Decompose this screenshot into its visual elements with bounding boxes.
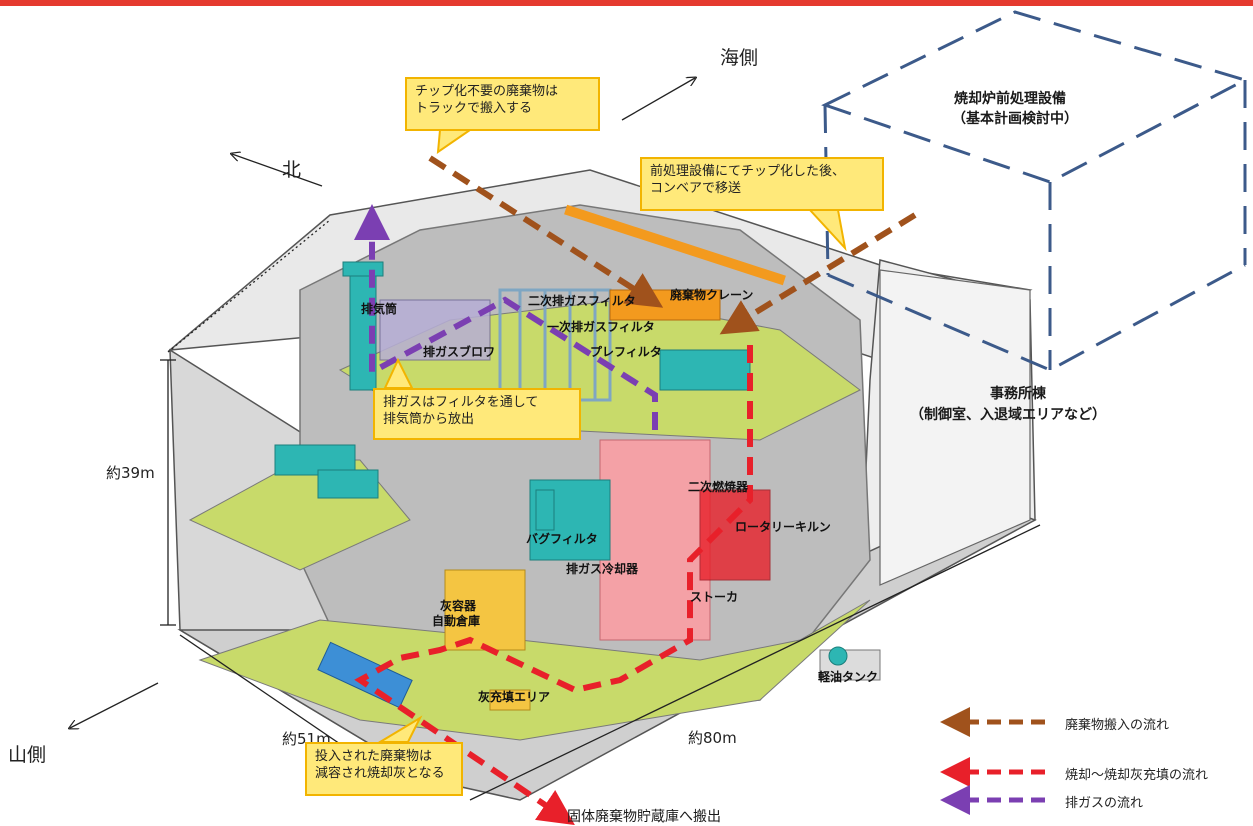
exhaust-callout: 排ガスはフィルタを通して 排気筒から放出 <box>373 388 581 440</box>
primary-filter-label: 一次排ガスフィルタ <box>547 320 655 334</box>
ash-callout-line2: 減容され焼却灰となる <box>315 766 445 781</box>
legend-label-waste: 廃棄物搬入の流れ <box>1065 718 1170 733</box>
equipment <box>274 204 881 711</box>
pretreatment-box-bottom <box>827 263 1246 372</box>
ash-storage-shape <box>444 569 526 651</box>
waste-flow-truck <box>428 155 664 308</box>
ash-fill-shape <box>489 689 531 711</box>
sea-side-label: 海側 <box>720 47 759 69</box>
exhaust-callout-line1: 排ガスはフィルタを通して <box>383 395 539 410</box>
header-bar <box>0 0 1253 6</box>
oil-tank-label: 軽油タンク <box>818 670 879 684</box>
length-dim-line <box>469 524 1041 801</box>
mountain-arrow <box>70 682 159 728</box>
north-arrow <box>232 154 323 187</box>
hopper-shape <box>659 349 751 391</box>
secondary-filter-label: 二次排ガスフィルタ <box>528 294 636 308</box>
pretreatment-box-top <box>821 10 1249 184</box>
kiln-shape <box>699 489 771 581</box>
incineration-flow <box>354 345 753 825</box>
office-annex <box>879 269 1031 586</box>
truck-callout: チップ化不要の廃棄物は トラックで搬入する <box>405 77 600 131</box>
secondary-combustor-label: 二次燃焼器 <box>688 480 749 494</box>
prefilter-label: プレフィルタ <box>590 345 662 359</box>
stoker-label: ストーカ <box>690 590 739 604</box>
truck-callout-line1: チップ化不要の廃棄物は <box>415 84 559 99</box>
office-subtitle: （制御室、入退域エリアなど） <box>910 407 1106 423</box>
exhaust-callout-line2: 排気筒から放出 <box>383 412 475 427</box>
legend-markers <box>940 707 1045 815</box>
middle-box-2 <box>317 469 379 499</box>
exit-label: 固体廃棄物貯蔵庫へ搬出 <box>567 809 721 825</box>
office-title: 事務所棟 <box>990 386 1046 402</box>
bag-filter-label: バグフィルタ <box>526 532 598 546</box>
blower-shape <box>379 299 491 361</box>
rotary-kiln-label: ロータリーキルン <box>735 520 831 534</box>
stack-cap <box>342 261 384 277</box>
north-label: 北 <box>282 159 302 181</box>
waste-flow-conveyor <box>719 212 917 335</box>
ash-storage-label-2: 自動倉庫 <box>432 614 481 628</box>
crane-rail <box>564 204 786 286</box>
length-dimension: 約80m <box>688 729 737 747</box>
truck-callout-line2: トラックで搬入する <box>415 101 533 116</box>
exhaust-flow <box>354 204 658 430</box>
stack-label: 排気筒 <box>361 302 398 316</box>
sea-arrow <box>621 78 695 121</box>
secondary-combustor-shape <box>599 439 711 641</box>
callout-tail-truck <box>436 129 474 155</box>
height-dimension: 約39m <box>106 464 155 482</box>
ash-storage-label-1: 灰容器 <box>440 599 477 613</box>
ash-callout-line1: 投入された廃棄物は <box>315 749 433 764</box>
ash-callout: 投入された廃棄物は 減容され焼却灰となる <box>305 742 463 796</box>
ash-fill-area-label: 灰充填エリア <box>478 690 551 704</box>
blower-label: 排ガスブロワ <box>423 345 496 359</box>
pretreatment-title: 焼却炉前処理設備 <box>954 91 1066 107</box>
legend-label-incineration: 焼却～焼却灰充填の流れ <box>1065 768 1209 783</box>
conveyor-callout: 前処理設備にてチップ化した後、 コンベアで移送 <box>640 157 884 211</box>
gas-cooler-label: 排ガス冷却器 <box>566 562 639 576</box>
oil-tank-drum <box>828 646 848 666</box>
legend-label-exhaust: 排ガスの流れ <box>1065 796 1144 811</box>
flow-lines <box>354 155 917 825</box>
conveyor-callout-line1: 前処理設備にてチップ化した後、 <box>650 164 846 179</box>
pretreatment-subtitle: （基本計画検討中） <box>952 111 1078 127</box>
crane-label: 廃棄物クレーン <box>670 288 754 302</box>
conveyor-callout-line2: コンベアで移送 <box>650 181 742 196</box>
mountain-side-label: 山側 <box>8 744 47 766</box>
bag-filter-tank <box>535 489 555 531</box>
